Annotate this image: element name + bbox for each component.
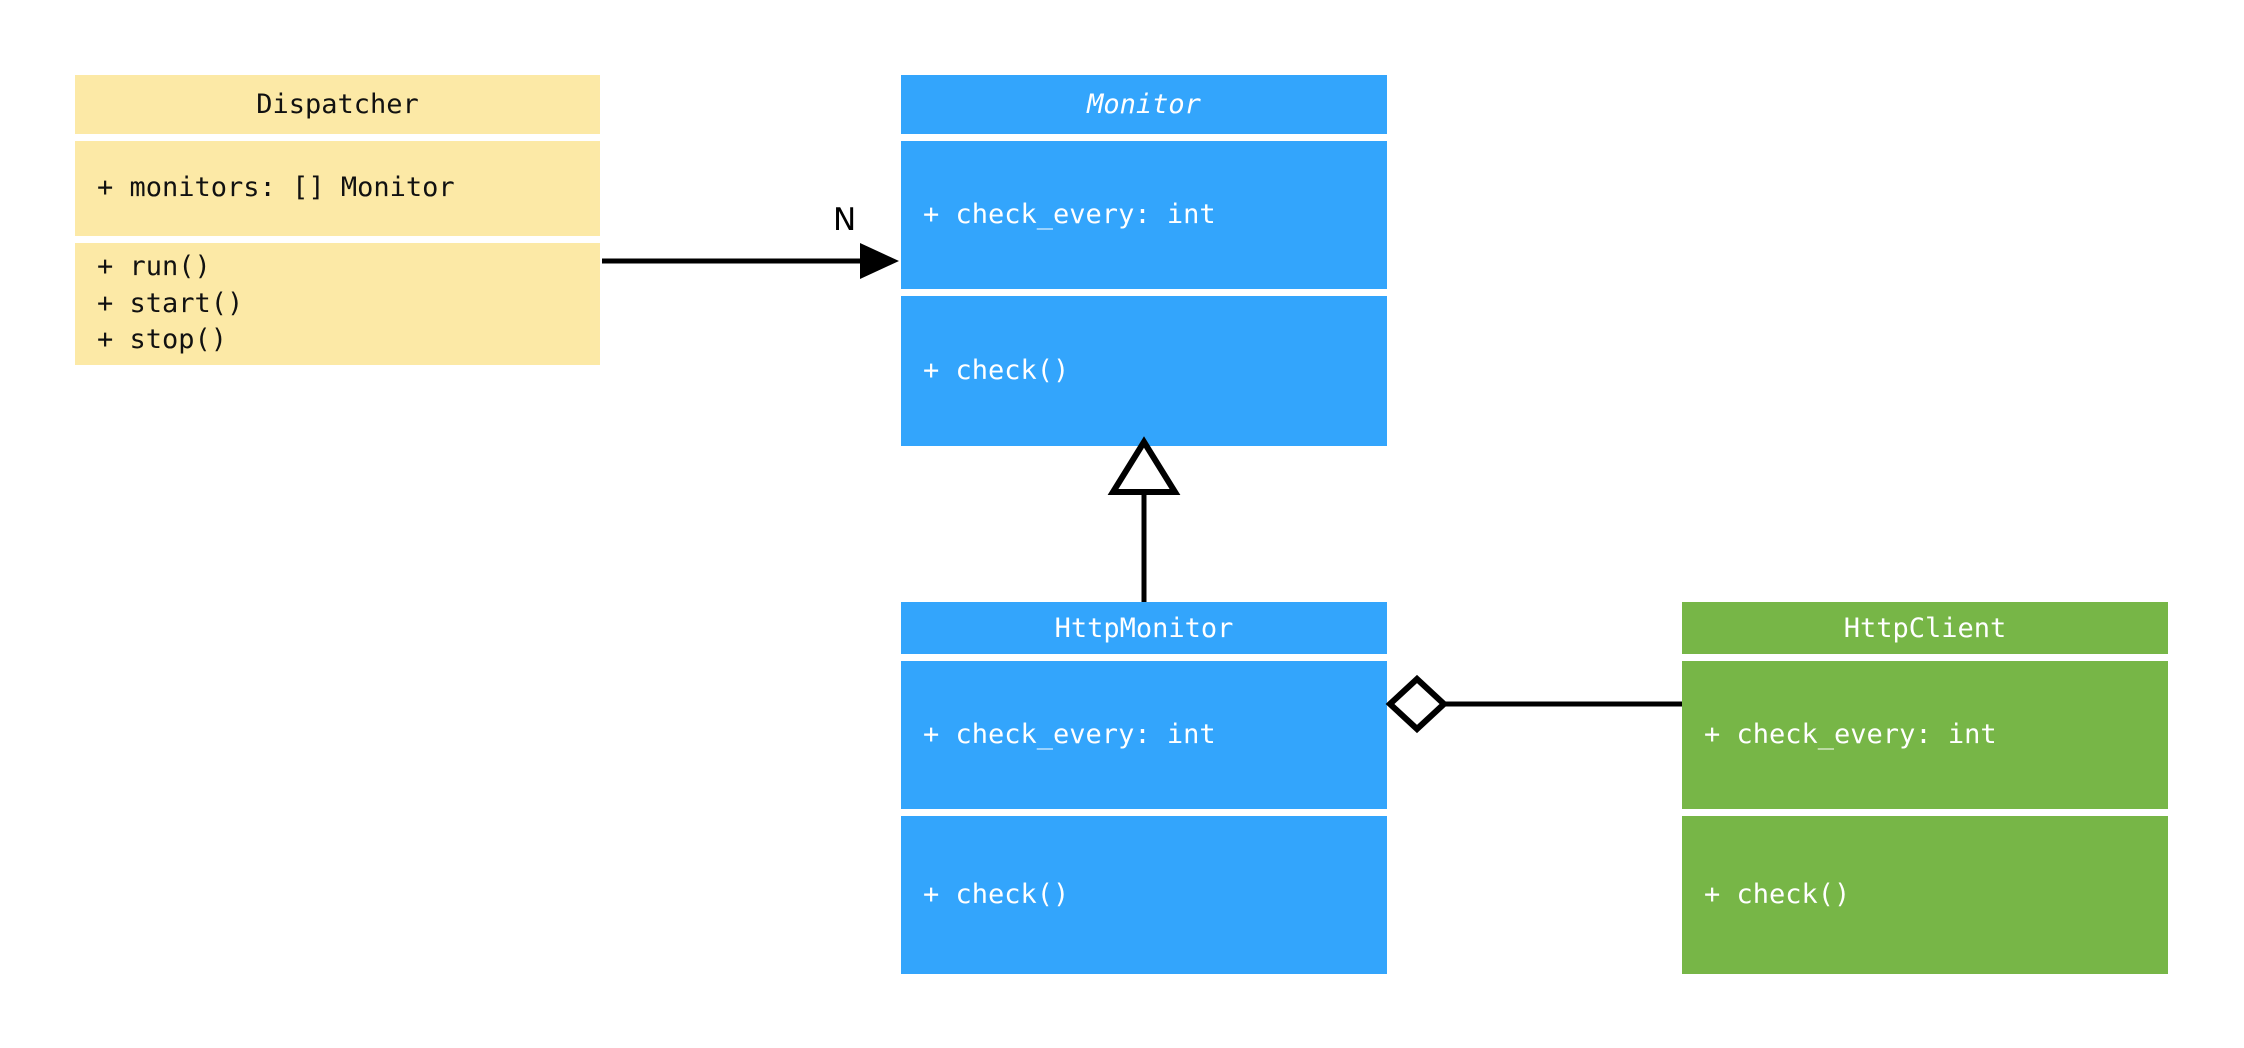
class-methods-compartment-http-monitor: + check() [901, 816, 1387, 974]
compartment-divider [75, 134, 600, 141]
compartment-divider [901, 289, 1387, 296]
relationship-http-monitor-to-http-client [1385, 674, 1682, 734]
method-row: + check() [1704, 878, 1851, 910]
relationship-dispatcher-to-monitor [602, 243, 899, 279]
class-name-dispatcher: Dispatcher [256, 89, 419, 120]
class-methods-compartment-dispatcher: + run() + start() + stop() [75, 243, 600, 365]
compartment-divider [1682, 654, 2168, 661]
edge-label-multiplicity-n: N [833, 202, 857, 238]
class-name-monitor: Monitor [1087, 89, 1201, 120]
attribute-row: + monitors: [] Monitor [97, 172, 455, 204]
method-row: + run() [97, 251, 211, 283]
class-title-compartment-monitor: Monitor [901, 75, 1387, 134]
relationship-http-monitor-to-monitor [1107, 436, 1181, 602]
class-attributes-compartment-http-monitor: + check_every: int [901, 661, 1387, 809]
method-row: + start() [97, 287, 244, 319]
class-title-compartment-dispatcher: Dispatcher [75, 75, 600, 134]
class-attributes-compartment-monitor: + check_every: int [901, 141, 1387, 289]
compartment-divider [901, 134, 1387, 141]
method-row: + stop() [97, 324, 228, 356]
compartment-divider [901, 654, 1387, 661]
class-attributes-compartment-dispatcher: + monitors: [] Monitor [75, 141, 600, 236]
filled-arrowhead-icon [860, 243, 899, 279]
class-box-monitor[interactable]: Monitor + check_every: int + check() [901, 75, 1387, 446]
class-title-compartment-http-client: HttpClient [1682, 602, 2168, 654]
class-methods-compartment-http-client: + check() [1682, 816, 2168, 974]
class-box-dispatcher[interactable]: Dispatcher + monitors: [] Monitor + run(… [75, 75, 600, 365]
class-box-http-monitor[interactable]: HttpMonitor + check_every: int + check() [901, 602, 1387, 974]
hollow-diamond-icon [1385, 674, 1449, 734]
method-row: + check() [923, 354, 1070, 386]
compartment-divider [901, 809, 1387, 816]
class-name-http-monitor: HttpMonitor [1054, 612, 1234, 644]
class-box-http-client[interactable]: HttpClient + check_every: int + check() [1682, 602, 2168, 974]
class-methods-compartment-monitor: + check() [901, 296, 1387, 446]
compartment-divider [1682, 809, 2168, 816]
attribute-row: + check_every: int [923, 198, 1216, 230]
compartment-divider [75, 236, 600, 243]
attribute-row: + check_every: int [923, 718, 1216, 750]
class-title-compartment-http-monitor: HttpMonitor [901, 602, 1387, 654]
method-row: + check() [923, 878, 1070, 910]
class-attributes-compartment-http-client: + check_every: int [1682, 661, 2168, 809]
attribute-row: + check_every: int [1704, 718, 1997, 750]
class-name-http-client: HttpClient [1843, 612, 2007, 644]
hollow-triangle-arrowhead-icon [1107, 436, 1181, 495]
